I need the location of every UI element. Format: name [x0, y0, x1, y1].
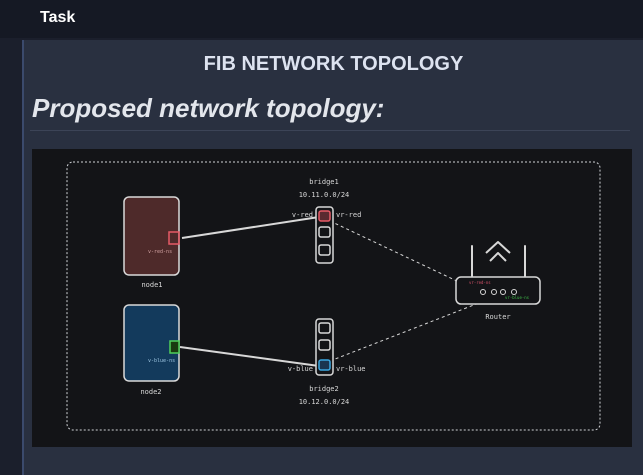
node1-box — [123, 196, 180, 276]
bridge2-port-left-label: v-blue — [288, 365, 313, 373]
router-led-2 — [491, 289, 497, 295]
bridge1: bridge1 10.11.0.0/24 v-red vr-red — [292, 178, 361, 264]
link-bridge2-router — [329, 293, 503, 362]
bridge1-port-left-label: v-red — [292, 211, 313, 219]
router-iface-red-label: vr-red-ns — [469, 280, 491, 285]
node1-iface-label: v-red-ns — [148, 249, 172, 255]
bridge1-port-2 — [318, 226, 331, 238]
bridge2-label: bridge2 — [309, 385, 339, 393]
task-title: Task — [40, 9, 76, 26]
section-subheading: Proposed network topology: — [32, 93, 385, 123]
panel-heading: FIB NETWORK TOPOLOGY — [203, 53, 464, 75]
divider — [30, 130, 630, 131]
wifi-icon — [489, 252, 507, 262]
node1-label: node1 — [141, 281, 162, 289]
top-bar: Task — [0, 0, 643, 38]
bridge2-subnet: 10.12.0.0/24 — [299, 398, 350, 406]
node2-label: node2 — [140, 388, 161, 396]
router-iface-blue-label: vr-blue-ns — [505, 295, 530, 300]
node1: v-red-ns node1 — [123, 196, 180, 289]
bridge2-port-2 — [318, 339, 331, 351]
router-led-4 — [511, 289, 517, 295]
bridge1-port-right-label: vr-red — [336, 211, 361, 219]
bridge1-subnet: 10.11.0.0/24 — [299, 191, 350, 199]
bridge2: v-blue vr-blue bridge2 10.12.0.0/24 — [288, 318, 366, 406]
router: vr-red-ns vr-blue-ns Router — [455, 241, 541, 321]
wifi-icon-outer — [485, 241, 511, 254]
node2: v-blue-ns node2 — [123, 304, 180, 396]
router-led-1 — [480, 289, 486, 295]
bridge2-port-1 — [318, 322, 331, 334]
bridge1-port-3 — [318, 244, 331, 256]
topology-svg: v-red-ns node1 v-blue-ns node2 bridge1 1… — [66, 161, 601, 431]
bridge1-label: bridge1 — [309, 178, 339, 186]
bridge2-port-right-label: vr-blue — [336, 365, 366, 373]
task-panel: FIB NETWORK TOPOLOGY Proposed network to… — [22, 40, 643, 475]
node1-iface-port — [168, 231, 180, 245]
router-led-3 — [500, 289, 506, 295]
node2-iface-label: v-blue-ns — [148, 358, 175, 364]
link-node1-bridge1 — [181, 216, 320, 239]
network-diagram: v-red-ns node1 v-blue-ns node2 bridge1 1… — [32, 149, 632, 447]
router-body — [455, 276, 541, 305]
topology-boundary — [66, 161, 601, 431]
bridge1-port-red — [318, 210, 331, 222]
bridge2-port-blue — [318, 359, 331, 371]
link-node2-bridge2 — [179, 346, 320, 367]
router-label: Router — [485, 313, 510, 321]
node2-iface-port — [169, 340, 180, 354]
